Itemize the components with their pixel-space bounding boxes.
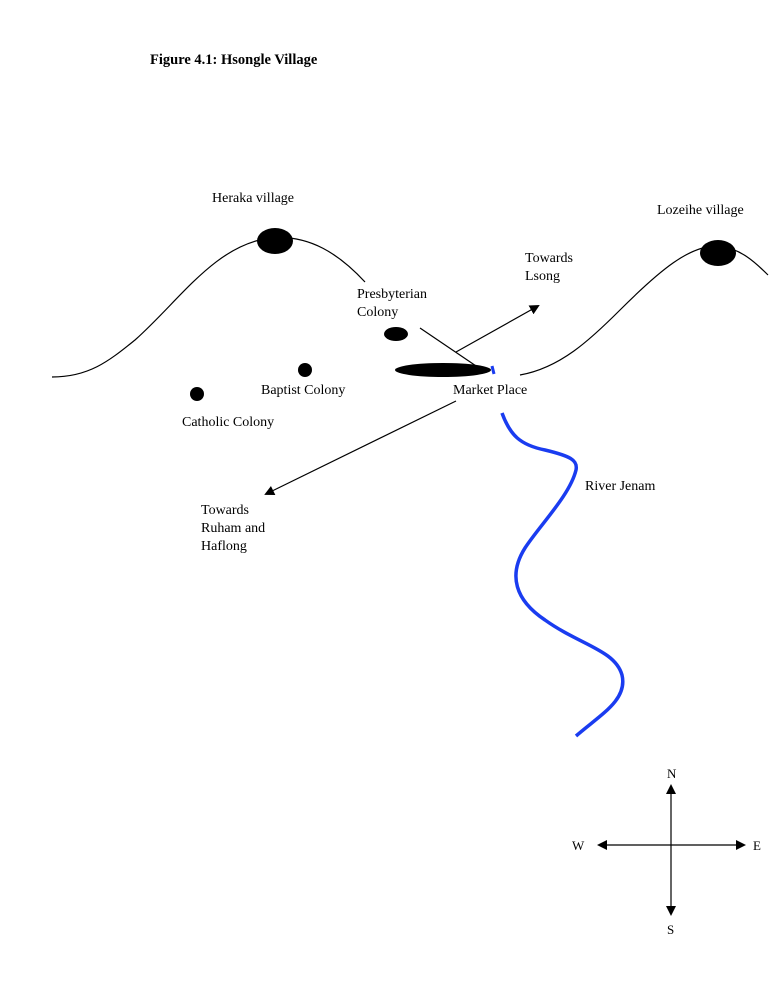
baptist-colony-marker — [298, 363, 312, 377]
label-presbyterian-colony: Presbyterian Colony — [357, 287, 427, 320]
hill-right — [519, 245, 769, 376]
label-river-jenam: River Jenam — [585, 479, 656, 494]
presbyterian-colony-marker — [384, 327, 408, 341]
arrow-towards-ruham — [264, 400, 457, 495]
arrow-towards-lsong — [455, 305, 540, 353]
compass-label-east: E — [753, 838, 761, 853]
compass-label-north: N — [667, 766, 677, 781]
heraka-village-marker — [257, 228, 293, 254]
label-towards-lsong: Towards Lsong — [525, 251, 574, 284]
label-catholic-colony: Catholic Colony — [182, 415, 275, 430]
label-heraka-village: Heraka village — [212, 191, 295, 206]
figure-title: Figure 4.1: Hsongle Village — [150, 52, 318, 68]
catholic-colony-marker — [190, 387, 204, 401]
river-jenam — [490, 365, 496, 375]
river-jenam-course — [500, 412, 625, 738]
label-towards-ruham-haflong: Towards Ruham and Haflong — [201, 503, 266, 554]
market-place-marker — [395, 363, 491, 377]
label-lozeihe-village: Lozeihe village — [657, 203, 744, 218]
compass-label-west: W — [572, 838, 585, 853]
lozeihe-village-marker — [700, 240, 736, 266]
label-baptist-colony: Baptist Colony — [261, 383, 346, 398]
presbyterian-path — [419, 327, 483, 371]
compass-label-south: S — [667, 922, 675, 937]
hill-left — [51, 236, 366, 378]
label-market-place: Market Place — [453, 383, 528, 398]
